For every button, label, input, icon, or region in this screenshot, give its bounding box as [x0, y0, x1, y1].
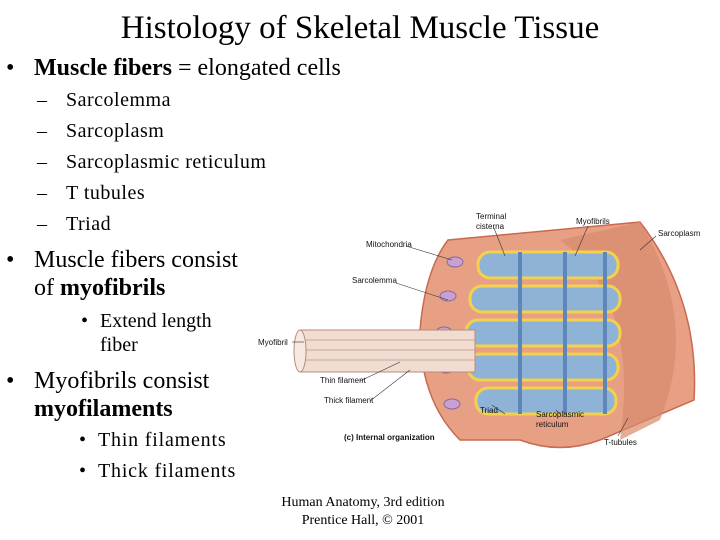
bullet-myofibrils-consist: • Myofibrils consist myofilaments: [6, 368, 210, 422]
bullet-extend-length: • Extend length fiber: [81, 310, 212, 356]
bullet-consist-myofibrils: • Muscle fibers consist of myofibrils: [6, 247, 238, 301]
definition-text: = elongated cells: [171, 55, 341, 81]
label-reticulum: reticulum: [536, 420, 569, 429]
subitem-t-tubules: –T tubules: [37, 182, 146, 204]
label-sarcoplasmic: Sarcoplasmic: [536, 410, 584, 419]
label-thin-filament: Thin filament: [320, 376, 367, 385]
label-t-tubules: T-tubules: [604, 438, 637, 447]
bullet-dot: •: [79, 460, 87, 482]
bullet-thick-filaments: •Thick filaments: [79, 460, 237, 482]
label-sarcolemma: Sarcolemma: [352, 276, 397, 285]
bullet-dot: •: [6, 55, 15, 81]
bullet-dot: •: [79, 429, 87, 451]
bullet-muscle-fibers: • Muscle fibers = elongated cells: [6, 54, 341, 82]
citation-line-2: Prentice Hall, © 2001: [301, 513, 425, 528]
label-thick-filament: Thick filament: [324, 396, 374, 405]
term-myofibrils: myofibrils: [60, 275, 166, 301]
label-sarcoplasm: Sarcoplasm: [658, 229, 701, 238]
bullet-dot: •: [81, 310, 89, 332]
slide-title: Histology of Skeletal Muscle Tissue: [120, 10, 600, 46]
term-muscle-fibers: Muscle fibers: [34, 55, 172, 81]
bullet-thin-filaments: •Thin filaments: [79, 429, 227, 451]
subitem-sarcolemma: –Sarcolemma: [37, 89, 171, 111]
citation: Human Anatomy, 3rd edition Prentice Hall…: [258, 494, 468, 530]
bullet-dot: •: [6, 247, 15, 273]
label-myofibrils: Myofibrils: [576, 217, 610, 226]
subitem-sarcoplasm: –Sarcoplasm: [37, 120, 165, 142]
bullet-dot: •: [6, 368, 15, 394]
label-terminal: Terminal: [476, 212, 506, 221]
extended-myofibril: [293, 329, 476, 373]
myofibril-rows: [464, 250, 622, 416]
label-triad: Triad: [480, 406, 498, 415]
figure-caption: (c) Internal organization: [344, 433, 435, 442]
term-myofilaments: myofilaments: [34, 396, 173, 422]
subitem-triad: –Triad: [37, 213, 112, 235]
label-cisterna: cisterna: [476, 222, 505, 231]
leader-lines: [292, 225, 657, 437]
subitem-sarcoplasmic-reticulum: –Sarcoplasmic reticulum: [37, 151, 267, 173]
label-myofibril: Myofibril: [258, 338, 288, 347]
citation-line-1: Human Anatomy, 3rd edition: [281, 495, 445, 510]
label-mitochondria: Mitochondria: [366, 240, 412, 249]
